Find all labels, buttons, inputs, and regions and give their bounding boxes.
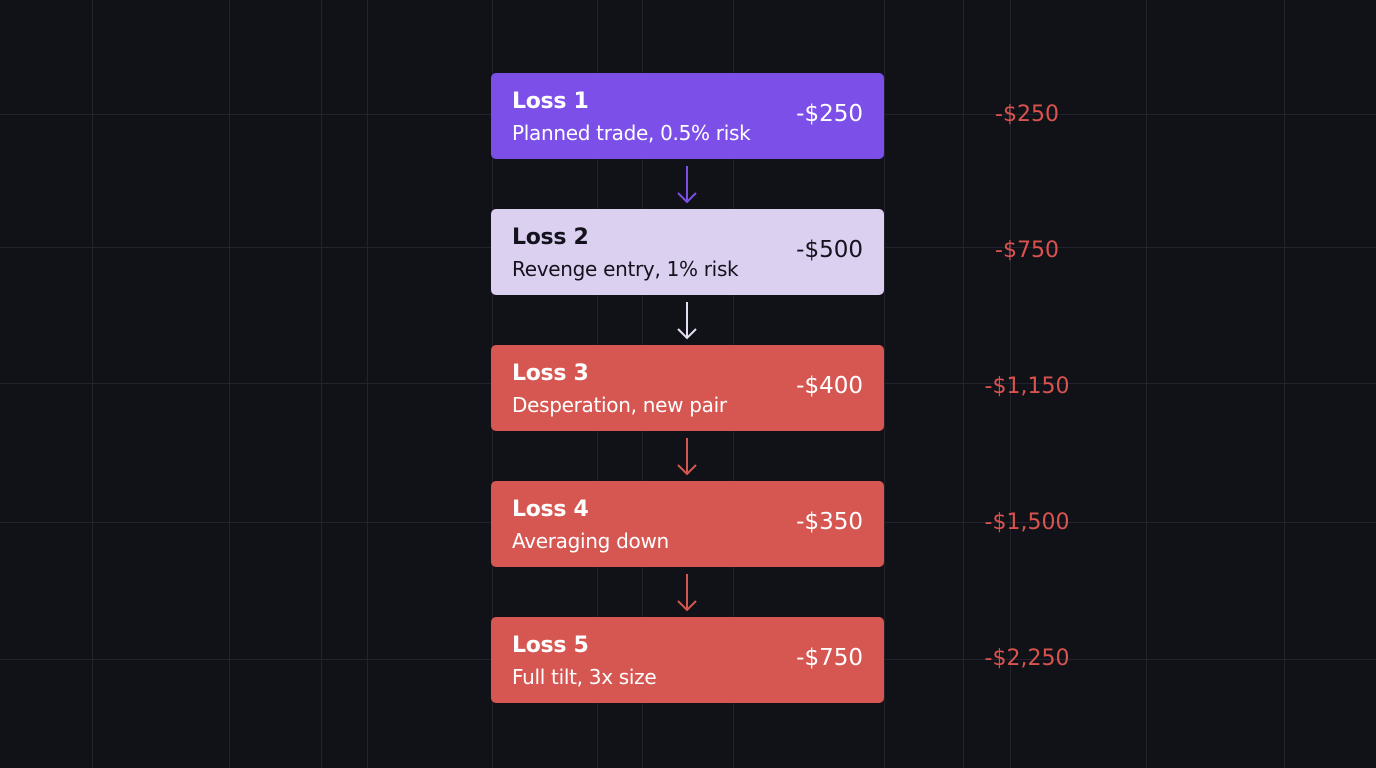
running-total: -$750: [995, 238, 1059, 263]
step-amount: -$750: [796, 645, 863, 671]
grid-line-vertical: [963, 0, 964, 768]
step-description: Revenge entry, 1% risk: [512, 257, 739, 281]
loss-step-box: Loss 4 Averaging down -$350: [491, 481, 884, 567]
grid-line-vertical: [884, 0, 885, 768]
step-amount: -$350: [796, 509, 863, 535]
step-title: Loss 4: [512, 497, 589, 522]
step-amount: -$500: [796, 237, 863, 263]
arrow-down-icon: [677, 438, 697, 476]
step-amount: -$400: [796, 373, 863, 399]
running-total: -$250: [995, 102, 1059, 127]
arrow-down-icon: [677, 166, 697, 204]
grid-line-vertical: [321, 0, 322, 768]
running-total: -$2,250: [984, 646, 1070, 671]
running-total: -$1,150: [984, 374, 1070, 399]
step-title: Loss 5: [512, 633, 589, 658]
step-description: Full tilt, 3x size: [512, 665, 657, 689]
step-description: Desperation, new pair: [512, 393, 727, 417]
loss-step-box: Loss 2 Revenge entry, 1% risk -$500: [491, 209, 884, 295]
loss-step-box: Loss 1 Planned trade, 0.5% risk -$250: [491, 73, 884, 159]
grid-line-vertical: [1146, 0, 1147, 768]
step-title: Loss 2: [512, 225, 589, 250]
grid-line-vertical: [1010, 0, 1011, 768]
arrow-down-icon: [677, 574, 697, 612]
step-description: Averaging down: [512, 529, 669, 553]
step-title: Loss 3: [512, 361, 589, 386]
loss-step-box: Loss 5 Full tilt, 3x size -$750: [491, 617, 884, 703]
step-description: Planned trade, 0.5% risk: [512, 121, 751, 145]
grid-line-vertical: [1284, 0, 1285, 768]
grid-line-vertical: [92, 0, 93, 768]
grid-line-vertical: [229, 0, 230, 768]
step-amount: -$250: [796, 101, 863, 127]
loss-step-box: Loss 3 Desperation, new pair -$400: [491, 345, 884, 431]
arrow-down-icon: [677, 302, 697, 340]
step-title: Loss 1: [512, 89, 589, 114]
running-total: -$1,500: [984, 510, 1070, 535]
grid-line-vertical: [367, 0, 368, 768]
